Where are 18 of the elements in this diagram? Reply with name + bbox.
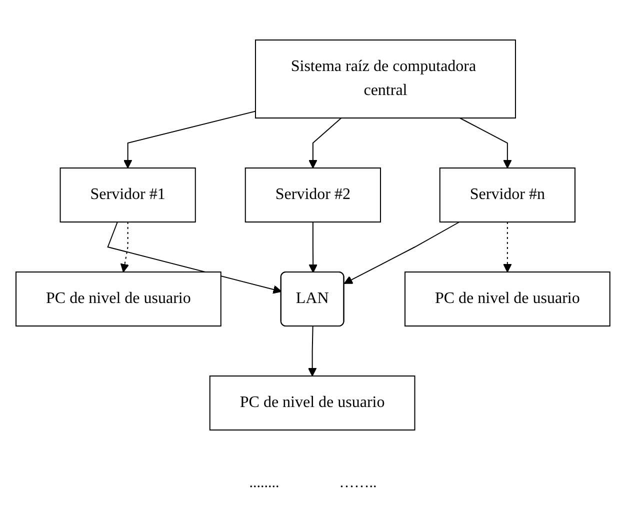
- arrow: [308, 326, 317, 376]
- node-box: PC de nivel de usuario: [404, 272, 610, 326]
- node-box: Sistema raíz de computadora central: [255, 40, 516, 118]
- ellipsis-label: ……..: [339, 475, 377, 492]
- node-box: PC de nivel de usuario: [16, 272, 222, 326]
- arrow: [344, 222, 460, 284]
- arrow: [459, 118, 512, 168]
- node-box: Servidor #2: [244, 168, 382, 222]
- arrow: [308, 118, 342, 168]
- arrow: [123, 110, 256, 168]
- node-box: PC de nivel de usuario: [209, 376, 416, 430]
- ellipsis-label: ........: [249, 475, 280, 492]
- node-box: Servidor #n: [439, 168, 576, 222]
- arrow: [107, 222, 282, 294]
- arrow: [503, 222, 512, 272]
- arrow: [308, 222, 318, 273]
- arrow: [120, 222, 130, 272]
- node-box: Servidor #1: [60, 168, 196, 222]
